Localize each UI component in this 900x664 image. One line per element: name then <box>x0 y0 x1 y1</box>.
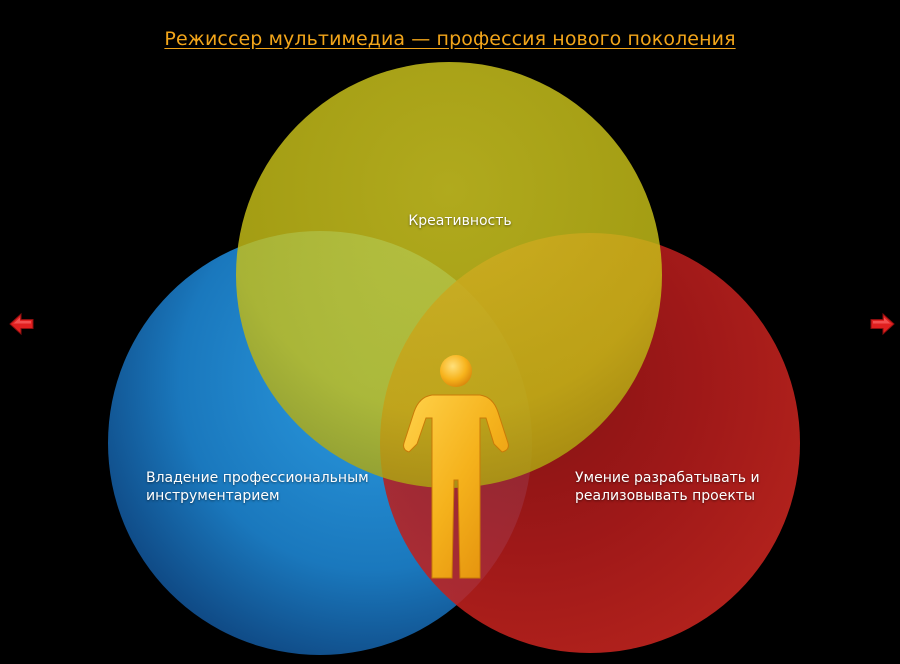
label-creativity: Креативность <box>408 213 512 229</box>
label-tools: Владение профессиональным инструментарие… <box>146 470 369 504</box>
person-icon <box>403 355 509 579</box>
page-title: Режиссер мультимедиа — профессия нового … <box>164 28 736 50</box>
label-projects: Умение разрабатывать и реализовывать про… <box>575 470 760 504</box>
arrow-right-icon <box>870 312 895 336</box>
circle-creativity <box>236 62 662 488</box>
arrow-left-icon <box>9 312 34 336</box>
next-slide-button[interactable] <box>869 311 895 337</box>
prev-slide-button[interactable] <box>9 311 35 337</box>
